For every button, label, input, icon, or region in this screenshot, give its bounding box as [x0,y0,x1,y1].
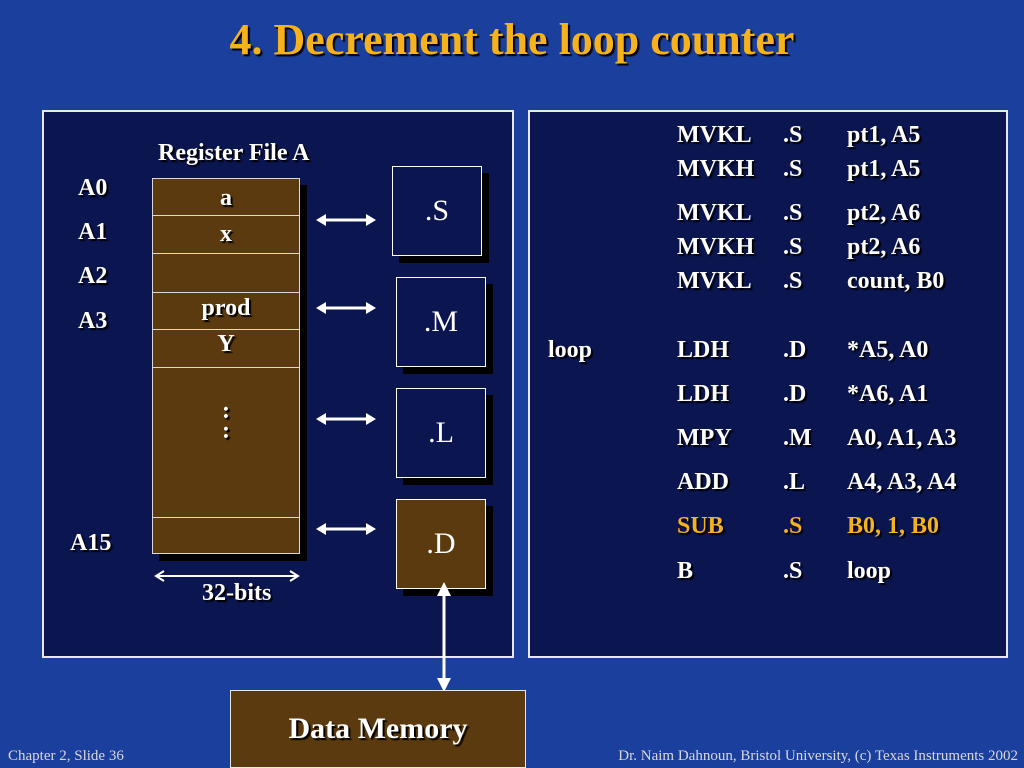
unit-d: .D [396,499,486,589]
reg-value-a4: Y [217,331,235,357]
reg-label-a0: A0 [78,175,108,201]
code-unit: .S [783,122,803,148]
double-arrow-icon [316,413,376,425]
code-operands: B0, 1, B0 [847,513,940,539]
code-operands: A0, A1, A3 [847,425,957,451]
width-label: 32-bits [202,580,272,606]
reg-label-a3: A3 [78,308,108,334]
code-operands: pt2, A6 [847,234,921,260]
reg-label-a2: A2 [78,263,108,289]
register-file-a: a x prod Y : : [152,178,300,554]
vertical-double-arrow-icon [437,582,451,692]
code-opcode: MVKL [677,200,752,226]
reg-label-a1: A1 [78,219,108,245]
code-opcode: B [677,558,694,584]
code-opcode: ADD [677,469,729,495]
code-operands: pt1, A5 [847,156,921,182]
code-unit: .D [783,337,807,363]
code-unit: .L [783,469,806,495]
reg-value-a3: prod [201,295,251,321]
reg-ellipsis: : : [222,398,230,444]
code-unit: .S [783,513,803,539]
code-opcode: MPY [677,425,732,451]
double-arrow-icon [316,523,376,535]
code-opcode: MVKL [677,122,752,148]
code-operands: A4, A3, A4 [847,469,957,495]
code-opcode: SUB [677,513,724,539]
code-label: loop [548,337,593,363]
code-opcode: LDH [677,381,730,407]
double-arrow-icon [316,302,376,314]
code-unit: .S [783,200,803,226]
code-opcode: LDH [677,337,730,363]
unit-l: .L [396,388,486,478]
code-opcode: MVKL [677,268,752,294]
right-panel [528,110,1008,658]
double-arrow-icon [316,214,376,226]
footer-left: Chapter 2, Slide 36 [8,748,124,764]
code-unit: .S [783,156,803,182]
reg-divider [153,329,299,330]
reg-label-a15: A15 [70,530,112,556]
reg-divider [153,215,299,216]
unit-s: .S [392,166,482,256]
code-unit: .S [783,558,803,584]
code-opcode: MVKH [677,156,755,182]
reg-divider [153,517,299,518]
reg-divider [153,367,299,368]
code-unit: .M [783,425,812,451]
width-arrow [154,570,300,582]
register-file-title: Register File A [158,140,310,166]
code-opcode: MVKH [677,234,755,260]
footer-right: Dr. Naim Dahnoun, Bristol University, (c… [618,748,1018,764]
reg-divider [153,253,299,254]
code-unit: .S [783,268,803,294]
code-unit: .D [783,381,807,407]
unit-m: .M [396,277,486,367]
reg-value-a0: a [220,185,232,211]
code-operands: pt1, A5 [847,122,921,148]
code-operands: count, B0 [847,268,945,294]
code-unit: .S [783,234,803,260]
code-operands: pt2, A6 [847,200,921,226]
code-operands: loop [847,558,892,584]
code-operands: *A6, A1 [847,381,929,407]
data-memory-box: Data Memory [230,690,526,768]
code-operands: *A5, A0 [847,337,929,363]
slide-title: 4. Decrement the loop counter [229,15,795,64]
reg-value-a1: x [220,221,232,247]
reg-divider [153,292,299,293]
